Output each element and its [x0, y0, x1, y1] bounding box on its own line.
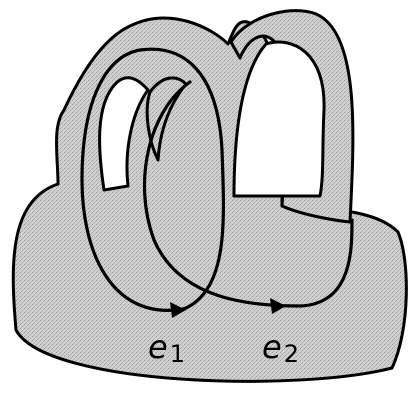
label-e2-base: e	[262, 328, 282, 366]
label-e1-base: e	[148, 328, 168, 366]
label-e2-sub: 2	[284, 340, 299, 368]
label-e1-sub: 1	[170, 340, 185, 368]
